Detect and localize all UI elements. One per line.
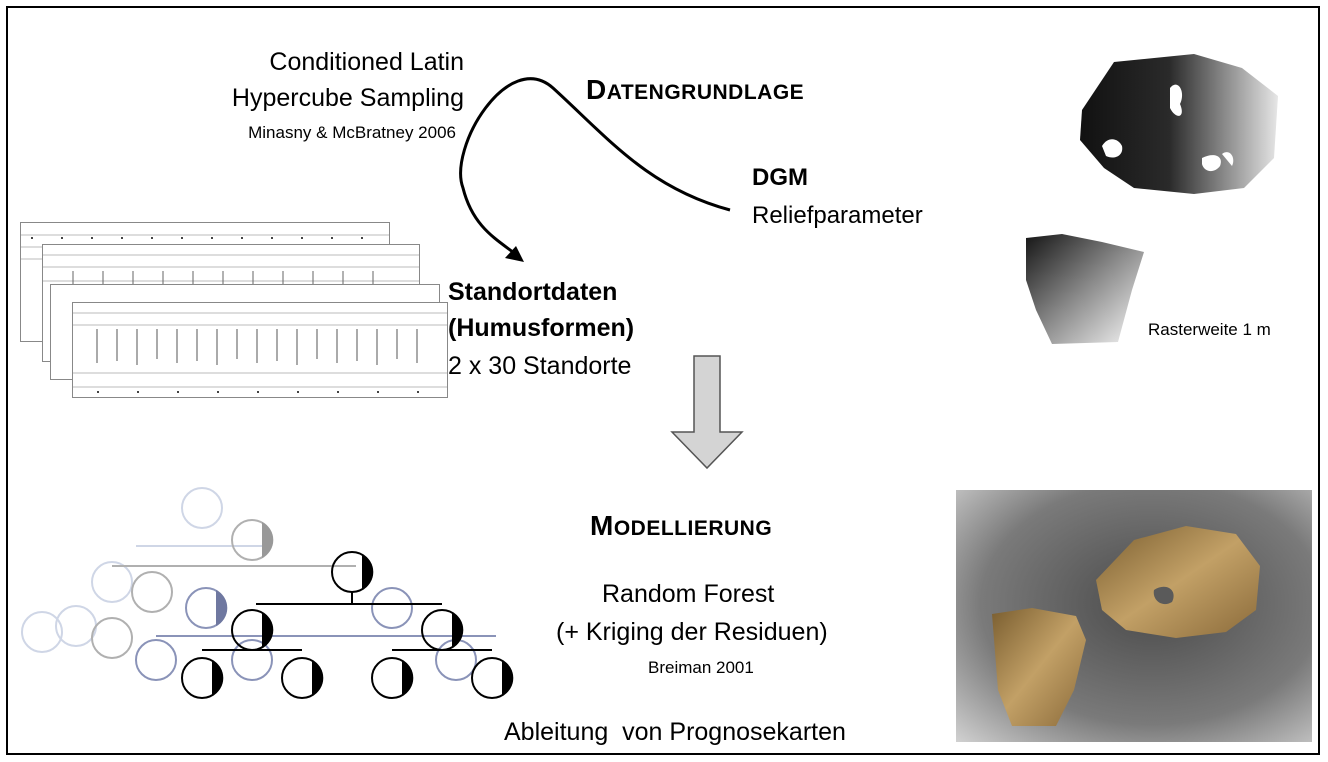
site-count: 2 x 30 Standorte bbox=[448, 352, 632, 380]
model-citation: Breiman 2001 bbox=[648, 658, 754, 677]
diagram-frame: Conditioned Latin Hypercube Sampling Min… bbox=[6, 6, 1320, 755]
section-title-datengrundlage: DATENGRUNDLAGE bbox=[586, 74, 805, 105]
sampling-line1: Conditioned Latin bbox=[269, 48, 464, 76]
section-title-modellierung: MODELLIERUNG bbox=[590, 510, 773, 541]
down-arrow bbox=[670, 355, 744, 470]
curved-arrow bbox=[459, 77, 731, 262]
raster-resolution-label: Rasterweite 1 m bbox=[1148, 320, 1271, 339]
dgm-subtitle: Reliefparameter bbox=[752, 202, 923, 229]
sampling-citation: Minasny & McBratney 2006 bbox=[248, 123, 456, 142]
dem-raster-lower bbox=[1026, 234, 1144, 344]
sampling-line2: Hypercube Sampling bbox=[231, 84, 464, 112]
model-kriging: (+ Kriging der Residuen) bbox=[556, 618, 828, 646]
dem-raster-upper bbox=[1080, 54, 1278, 194]
dgm-title: DGM bbox=[752, 164, 808, 191]
model-method: Random Forest bbox=[602, 580, 775, 608]
site-data-title: Standortdaten bbox=[448, 278, 618, 306]
random-forest-trees bbox=[21, 487, 514, 699]
prediction-map bbox=[956, 490, 1312, 742]
model-output: Ableitung von Prognosekarten bbox=[504, 718, 846, 746]
site-data-subtitle: (Humusformen) bbox=[448, 314, 635, 342]
